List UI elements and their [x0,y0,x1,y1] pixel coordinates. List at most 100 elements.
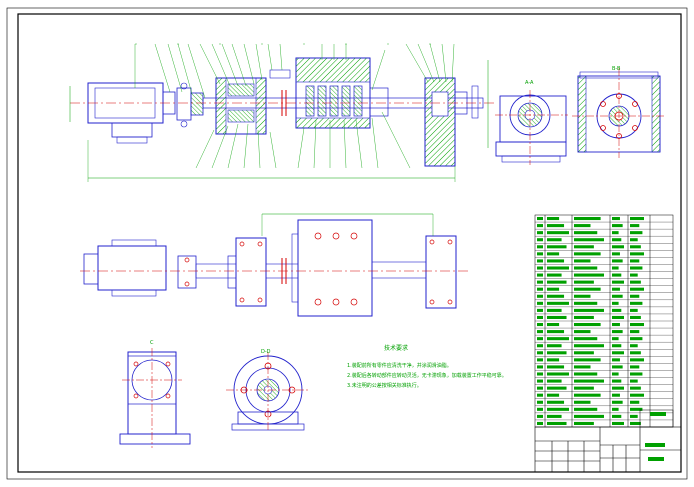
parts-list-cell [547,407,569,411]
parts-list-cell [612,344,622,348]
view-label-a: A-A [525,80,534,86]
parts-list-cell [630,308,638,312]
parts-list-number [537,330,543,334]
parts-list-cell [612,351,624,355]
parts-list-cell [574,273,604,277]
view-c [119,348,191,448]
parts-list-number [537,224,543,228]
parts-list-number [537,238,543,242]
parts-list-number [537,386,543,390]
parts-list-cell [574,351,594,355]
parts-list-cell [630,259,640,263]
parts-list-cell [547,315,567,319]
parts-list-cell [630,351,641,355]
parts-list-cell [574,224,591,228]
parts-list-cell [574,231,598,235]
parts-list-cell [574,238,604,242]
parts-list-cell [547,294,565,298]
parts-list-cell [547,224,565,228]
outer-frame [6,7,688,480]
parts-list-cell [612,421,624,425]
tech-requirement-line-2: 2.装配后各转动部件应转动灵活，无卡滞现象，加载装置工作平稳可靠。 [347,373,507,379]
parts-list-cell [630,323,644,327]
parts-list-cell [612,365,623,369]
parts-list-number [537,217,543,221]
parts-list-cell [547,330,565,334]
parts-list-cell [630,365,640,369]
parts-list-cell [574,344,604,348]
parts-list-cell [547,351,567,355]
part-balloons-bottom [195,111,411,169]
title-block [534,409,682,473]
parts-list-cell [612,217,620,221]
parts-list-cell [574,280,594,284]
parts-list-cell [612,393,620,397]
motor-base [111,122,153,138]
parts-list-cell [574,301,598,305]
parts-list-cell [612,259,623,263]
parts-list-cell [547,308,562,312]
parts-list-cell [612,224,623,228]
parts-list-cell [574,407,598,411]
parts-list-cell [547,372,569,376]
inner-frame [17,13,682,473]
parts-list-cell [547,238,562,242]
view-label-b: B-B [612,66,621,72]
parts-list-number [537,273,543,277]
parts-list-cell [612,407,619,411]
parts-list-number [537,407,543,411]
parts-list-number [537,259,543,263]
parts-list-number [537,358,543,362]
parts-list-cell [574,365,591,369]
parts-list-cell [574,393,601,397]
parts-list-cell [612,330,623,334]
parts-list-cell [612,308,622,312]
parts-list-cell [574,217,601,221]
parts-list-cell [612,287,620,291]
parts-list-cell [612,301,619,305]
parts-list-cell [630,344,638,348]
parts-list-cell [547,344,562,348]
parts-list-cell [630,315,641,319]
parts-list-cell [547,273,562,277]
parts-list-cell [547,252,560,256]
parts-list-number [537,372,543,376]
parts-list-cell [612,414,622,418]
parts-list-cell [547,245,567,249]
parts-list-cell [547,217,560,221]
parts-list-cell [630,294,640,298]
parts-list-cell [612,294,623,298]
parts-list-cell [630,273,638,277]
parts-list-cell [612,280,624,284]
parts-list-table [534,214,674,428]
parts-list-cell [547,287,560,291]
parts-list-cell [574,259,591,263]
parts-list-number [537,231,543,235]
view-d-d [226,352,310,432]
parts-list-cell [612,386,624,390]
parts-list-cell [612,231,619,235]
parts-list-cell [547,386,567,390]
parts-list-cell [574,315,594,319]
parts-list-cell [574,414,604,418]
parts-list-cell [612,323,620,327]
parts-list-cell [574,294,591,298]
parts-list-cell [574,386,594,390]
parts-list-cell [547,379,562,383]
parts-list-cell [547,414,562,418]
parts-list-cell [547,259,565,263]
parts-list-number [537,308,543,312]
parts-list-cell [574,400,591,404]
parts-list-cell [547,393,560,397]
parts-list-cell [612,372,619,376]
parts-list-cell [574,337,598,341]
parts-list-number [537,414,543,418]
parts-list-number [537,379,543,383]
parts-list-cell [547,400,565,404]
parts-list-cell [630,280,641,284]
parts-list-number [537,393,543,397]
parts-list-cell [630,245,641,249]
parts-list-cell [612,315,624,319]
tech-requirements-title: 技术要求 [384,345,409,352]
